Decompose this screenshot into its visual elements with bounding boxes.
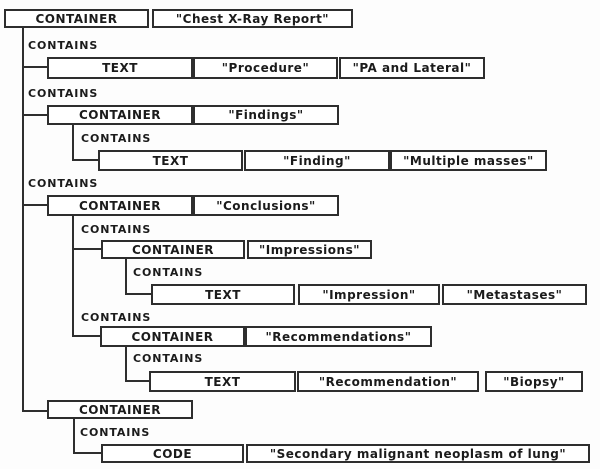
recommendations-value-box: "Recommendations" bbox=[245, 326, 432, 347]
procedure-name-box: "Procedure" bbox=[193, 57, 338, 79]
tree-connector-hline bbox=[125, 380, 149, 382]
tree-connector-hline bbox=[22, 114, 47, 116]
contains-label: CONTAINS bbox=[133, 266, 204, 279]
tree-connector-vline bbox=[125, 259, 127, 295]
contains-label: CONTAINS bbox=[28, 39, 99, 52]
tree-connector-hline bbox=[72, 248, 101, 250]
tree-connector-vline bbox=[73, 419, 75, 454]
findings-type-box: CONTAINER bbox=[47, 105, 193, 125]
impressions-type-box: CONTAINER bbox=[101, 240, 245, 259]
impression-name-box: "Impression" bbox=[298, 284, 440, 305]
coded-container-type-box: CONTAINER bbox=[47, 400, 193, 419]
tree-connector-hline bbox=[22, 204, 47, 206]
report-value-box: "Chest X-Ray Report" bbox=[152, 9, 353, 28]
tree-connector-hline bbox=[72, 159, 98, 161]
contains-label: CONTAINS bbox=[80, 426, 151, 439]
recommendation-name-box: "Recommendation" bbox=[297, 371, 479, 392]
code-type-box: CODE bbox=[101, 444, 244, 463]
tree-connector-hline bbox=[73, 452, 101, 454]
tree-connector-vline bbox=[72, 125, 74, 161]
tree-connector-hline bbox=[22, 410, 47, 412]
contains-label: CONTAINS bbox=[81, 311, 152, 324]
contains-label: CONTAINS bbox=[133, 352, 204, 365]
recommendations-type-box: CONTAINER bbox=[100, 326, 245, 347]
report-type-box: CONTAINER bbox=[4, 9, 149, 28]
impression-value-box: "Metastases" bbox=[442, 284, 587, 305]
impressions-value-box: "Impressions" bbox=[247, 240, 372, 259]
contains-label: CONTAINS bbox=[28, 177, 99, 190]
tree-connector-vline bbox=[72, 216, 74, 337]
finding-type-box: TEXT bbox=[98, 150, 243, 171]
tree-connector-hline bbox=[125, 293, 151, 295]
tree-connector-hline bbox=[72, 335, 100, 337]
contains-label: CONTAINS bbox=[81, 223, 152, 236]
finding-value-box: "Multiple masses" bbox=[390, 150, 547, 171]
impression-type-box: TEXT bbox=[151, 284, 295, 305]
findings-value-box: "Findings" bbox=[193, 105, 339, 125]
procedure-type-box: TEXT bbox=[47, 57, 193, 79]
tree-connector-hline bbox=[22, 66, 47, 68]
conclusions-value-box: "Conclusions" bbox=[193, 195, 339, 216]
code-value-box: "Secondary malignant neoplasm of lung" bbox=[246, 444, 590, 463]
conclusions-type-box: CONTAINER bbox=[47, 195, 193, 216]
recommendation-type-box: TEXT bbox=[149, 371, 296, 392]
finding-name-box: "Finding" bbox=[244, 150, 390, 171]
procedure-value-box: "PA and Lateral" bbox=[339, 57, 485, 79]
contains-label: CONTAINS bbox=[81, 132, 152, 145]
recommendation-value-box: "Biopsy" bbox=[485, 371, 583, 392]
tree-connector-vline bbox=[22, 28, 24, 412]
contains-label: CONTAINS bbox=[28, 87, 99, 100]
tree-connector-vline bbox=[125, 347, 127, 382]
